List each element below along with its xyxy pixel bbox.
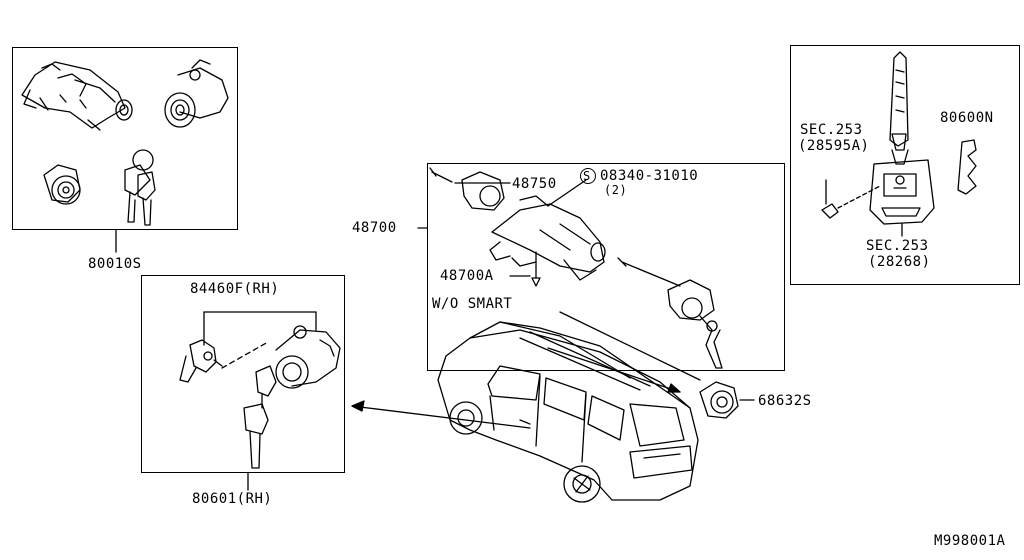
ignition-switch-assembly-icon [22,62,132,130]
part-number-48750: 48750 [512,176,557,192]
screw-48750-icon [430,168,510,183]
part-number-84460f: 84460F(RH) [190,281,280,297]
sec253-reference-b: SEC.253 [866,238,929,254]
door-lock-84460f-frame [141,275,345,473]
kit-80010s-frame [12,47,238,230]
arrow-to-back-door-lock [548,348,680,392]
screw-symbol: S [583,169,591,183]
intelligent-key-fob-icon [870,160,934,224]
trunk-lock-cylinder-icon [165,60,228,127]
door-lock-cylinder-rh-icon [276,326,340,388]
part-number-48700: 48700 [352,220,397,236]
smart-key-frame [790,45,1020,285]
key-rh-icon [244,366,276,468]
ignition-48700-frame [427,163,785,371]
door-lock-cylinder-icon [44,165,80,204]
part-number-80601: 80601(RH) [192,491,273,507]
sec253-part-28268: (28268) [868,254,931,270]
bracket-leader-84460f [204,312,316,345]
key-blade-80600n-icon [958,140,976,194]
sec253-part-28595a: (28595A) [798,138,870,154]
back-door-lock-68632s-icon [700,382,754,418]
fob-screw-icon [822,180,880,218]
key-pair-icon [125,150,155,225]
sec253-reference-a: SEC.253 [800,122,863,138]
leader-screw [548,180,586,206]
emergency-key-icon [890,52,908,164]
callout-48700-vehicle [560,312,700,380]
screw-quantity: (2) [604,183,628,197]
dashed-connection [222,342,268,368]
ignition-switch-48700-icon [490,196,605,280]
key-cylinder-wo-smart-icon [618,258,722,368]
part-number-80010s: 80010S [88,256,142,272]
door-lock-lever-icon [180,340,222,382]
part-number-08340: 08340-31010 [600,168,699,184]
diagram-id: M998001A [934,533,1006,549]
suv-vehicle-icon [438,322,698,502]
arrow-to-door-lock [352,401,530,428]
wo-smart-note: W/O SMART [432,296,513,312]
cover-48750-icon [462,172,504,210]
part-number-68632s: 68632S [758,393,812,409]
bolt-48700a-icon [510,252,540,286]
part-number-80600n: 80600N [940,110,994,126]
part-number-48700a: 48700A [440,268,494,284]
screw-symbol-circle [580,168,596,184]
